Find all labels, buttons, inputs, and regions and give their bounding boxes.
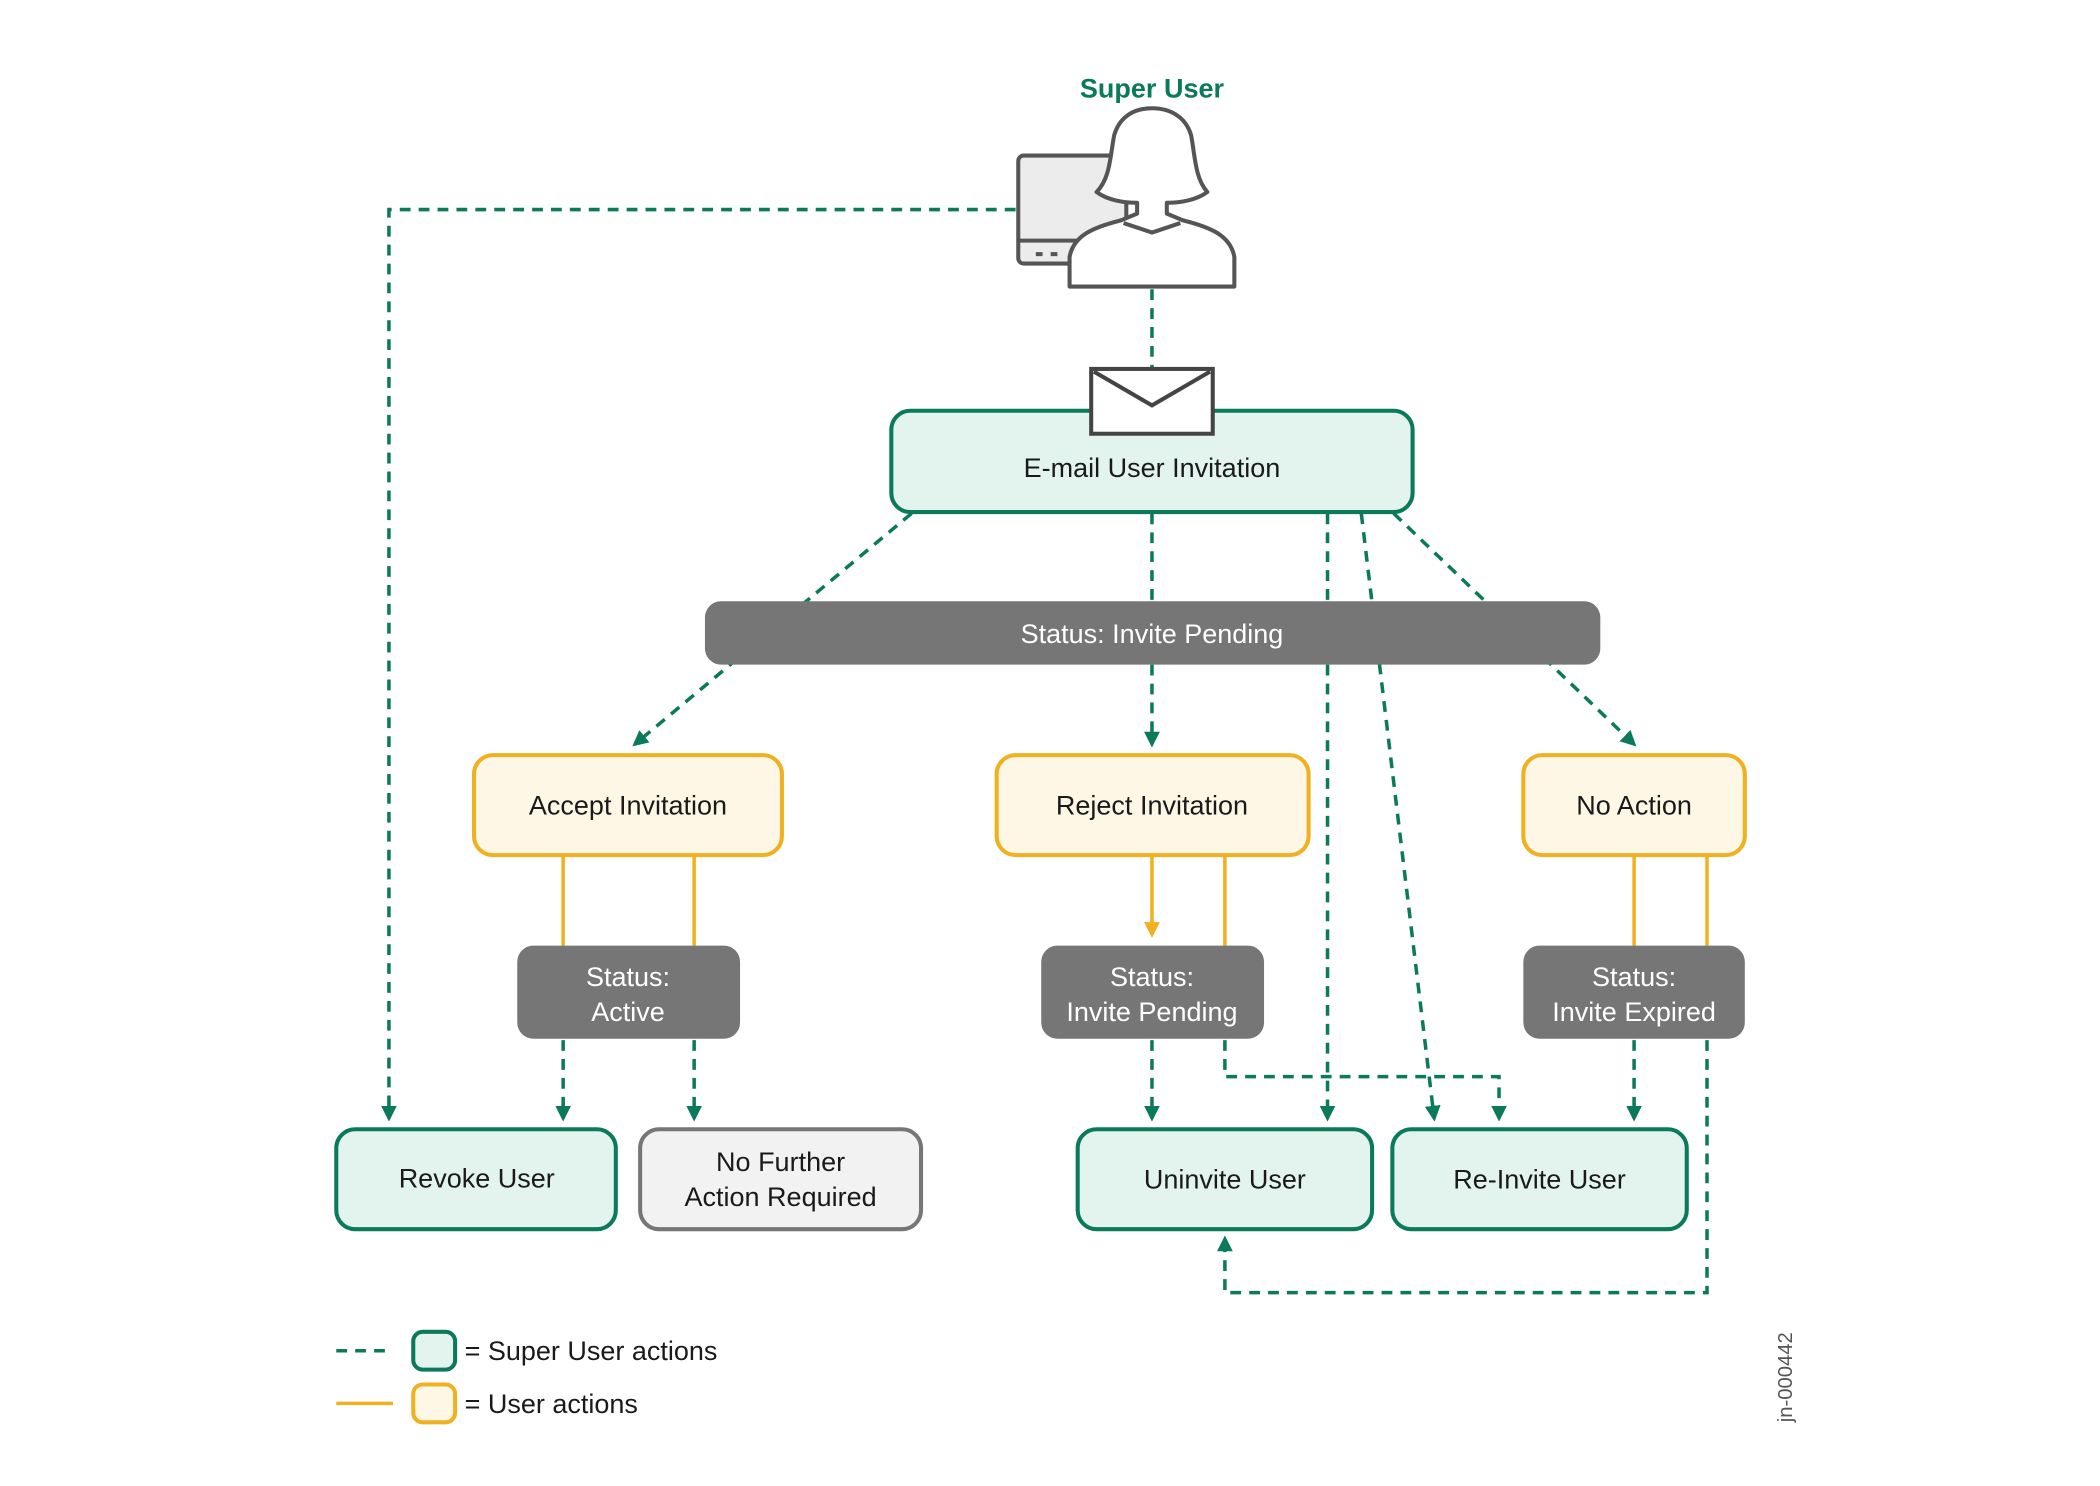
edge-superuser-revoke [381, 207, 1016, 1122]
no-action-label: No Action [1576, 791, 1692, 821]
super-user-person-icon [1067, 106, 1237, 289]
legend-green-swatch [411, 1329, 458, 1372]
edge-rejectstatus-reinvite [1223, 1040, 1507, 1122]
status-active-line2: Active [591, 997, 665, 1027]
reinvite-user-node: Re-Invite User [1390, 1127, 1689, 1232]
status-invite-pending-label: Status: Invite Pending [1021, 619, 1284, 649]
no-further-line2: Action Required [685, 1182, 877, 1212]
status-expired-line2: Invite Expired [1552, 997, 1716, 1027]
legend: = Super User actions = User actions [336, 1329, 718, 1425]
revoke-user-label: Revoke User [399, 1163, 555, 1193]
status-expired-line1: Status: [1592, 962, 1676, 992]
status-active-line1: Status: [586, 962, 670, 992]
uninvite-user-node: Uninvite User [1075, 1127, 1375, 1232]
status-active-node: Status: Active [517, 945, 741, 1039]
accept-invitation-node: Accept Invitation [471, 753, 784, 858]
uninvite-user-label: Uninvite User [1144, 1165, 1306, 1195]
reject-invitation-node: Reject Invitation [994, 753, 1311, 858]
email-invitation-node: E-mail User Invitation [889, 408, 1415, 515]
accept-invitation-label: Accept Invitation [529, 791, 727, 821]
no-action-node: No Action [1521, 753, 1747, 858]
reinvite-user-label: Re-Invite User [1453, 1165, 1626, 1195]
email-invitation-label: E-mail User Invitation [1024, 453, 1281, 483]
legend-yellow-swatch [411, 1382, 458, 1425]
revoke-user-node: Revoke User [334, 1127, 618, 1232]
legend-user-label: = User actions [465, 1389, 638, 1419]
super-user-label: Super User [1080, 73, 1225, 103]
edge-expired-uninvite [1216, 1040, 1709, 1295]
legend-super-user-label: = Super User actions [465, 1336, 718, 1366]
status-reject-pending-line2: Invite Pending [1066, 997, 1237, 1027]
envelope-icon [1089, 366, 1215, 436]
status-expired-node: Status: Invite Expired [1523, 945, 1745, 1039]
reject-invitation-label: Reject Invitation [1056, 791, 1248, 821]
status-reject-pending-line1: Status: [1110, 962, 1194, 992]
status-invite-pending-bar: Status: Invite Pending [704, 601, 1601, 665]
no-further-action-node: No Further Action Required [638, 1127, 924, 1232]
status-reject-pending-node: Status: Invite Pending [1041, 945, 1265, 1039]
no-further-line1: No Further [716, 1147, 845, 1177]
figure-id: jn-000442 [1775, 1332, 1797, 1423]
